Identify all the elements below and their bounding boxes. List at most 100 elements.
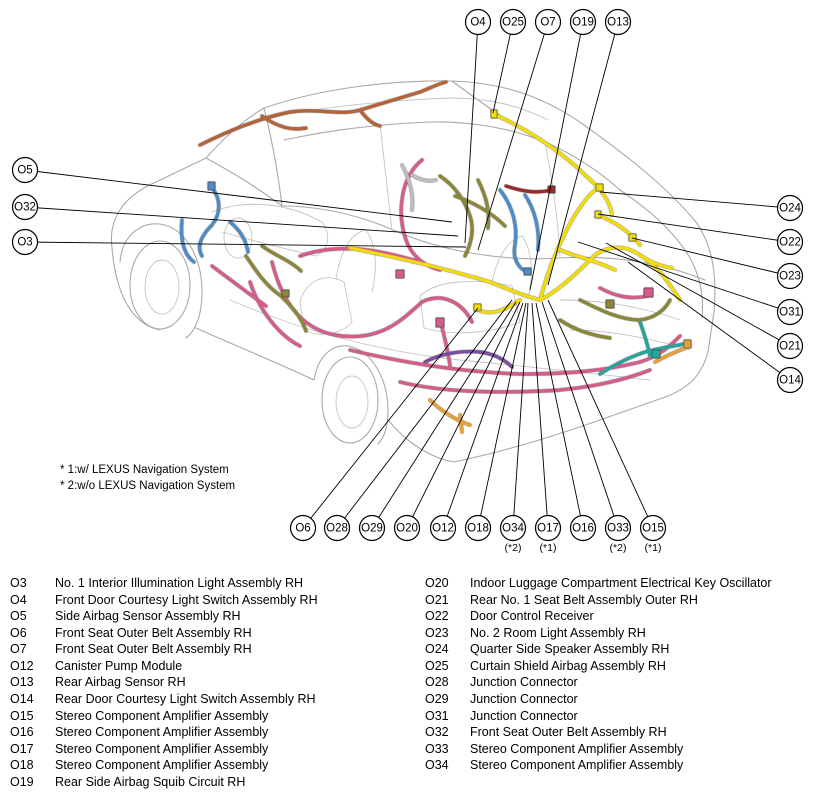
front-wheel-hub [144, 259, 180, 315]
c-pillar [544, 141, 561, 259]
harness-olive [244, 174, 672, 340]
callout-circle [11, 156, 39, 184]
connector [643, 287, 654, 298]
callout-note: (*2) [505, 542, 522, 554]
legend-description: Stereo Component Amplifier Assembly [470, 741, 684, 756]
harness-dark-red [504, 184, 553, 194]
callout-o33: O33 (*2) [604, 514, 632, 554]
legend-code: O24 [425, 642, 449, 657]
legend-code: O16 [10, 725, 34, 740]
callout-circle [534, 8, 562, 36]
callout-o31: O31 [776, 298, 804, 326]
callout-label: O23 [779, 271, 801, 283]
legend-code: O4 [10, 592, 27, 607]
leader-line-o29 [371, 301, 517, 529]
leader-line-o24 [599, 191, 791, 209]
legend-description: Front Seat Outer Belt Assembly RH [470, 725, 667, 740]
legend-row: O33 Stereo Component Amplifier Assembly [425, 741, 772, 758]
legend-code: O33 [425, 741, 449, 756]
callout-circle [11, 228, 39, 256]
callout-label: O5 [17, 165, 32, 177]
legend-code: O23 [425, 625, 449, 640]
callout-o5: O5 [11, 156, 39, 184]
callouts-left: O5 O32 O3 [11, 156, 39, 256]
callout-circle [534, 514, 562, 542]
legend-code: O18 [10, 758, 34, 773]
legend-code: O5 [10, 609, 27, 624]
connector [473, 303, 482, 312]
legend-code: O12 [10, 658, 34, 673]
legend-description: Quarter Side Speaker Assembly RH [470, 642, 670, 657]
connector [683, 339, 692, 349]
leader-line-o25 [492, 21, 514, 114]
legend-code: O6 [10, 625, 27, 640]
callout-circle [776, 298, 804, 326]
legend-code: O14 [10, 692, 34, 707]
legend-description: Rear Airbag Sensor RH [55, 675, 186, 690]
leader-line-o21 [605, 242, 791, 347]
callout-label: O18 [467, 523, 489, 535]
legend-description: Junction Connector [470, 675, 578, 690]
callout-circle [289, 514, 317, 542]
leader-line-o6 [302, 307, 479, 529]
legend-code: O25 [425, 658, 449, 673]
callouts-right: O24 O22 O23 O31 O21 O14 [776, 194, 804, 394]
b-pillar [379, 123, 393, 231]
legend-description: Curtain Shield Airbag Assembly RH [470, 658, 666, 673]
callout-circle [358, 514, 386, 542]
callout-o13: O13 [604, 8, 632, 36]
legend-description: Rear No. 1 Seat Belt Assembly Outer RH [470, 592, 698, 607]
harness-connectors [207, 109, 692, 359]
callout-label: O22 [779, 237, 801, 249]
callout-o22: O22 [776, 228, 804, 256]
harness-purple [423, 349, 514, 369]
callout-circle [499, 8, 527, 36]
leader-line-o31 [577, 241, 791, 313]
callout-o34: O34 (*2) [499, 514, 527, 554]
callout-circle [499, 514, 527, 542]
legend-code: O17 [10, 741, 34, 756]
legend-description: No. 2 Room Light Assembly RH [470, 625, 646, 640]
leader-line-o16 [535, 302, 584, 529]
callout-circle [464, 8, 492, 36]
legend-description: Stereo Component Amplifier Assembly [55, 708, 269, 723]
callout-label: O12 [432, 523, 454, 535]
callout-circle [323, 514, 351, 542]
legend-description: Stereo Component Amplifier Assembly [55, 725, 269, 740]
legend-description: Front Door Courtesy Light Switch Assembl… [55, 592, 318, 607]
callout-o28: O28 [323, 514, 351, 542]
legend-description: Front Seat Outer Belt Assembly RH [55, 642, 252, 657]
legend-description: Junction Connector [470, 692, 578, 707]
legend-code: O31 [425, 708, 449, 723]
callout-circle [569, 514, 597, 542]
harness-yellow [348, 112, 682, 314]
callout-o18: O18 [464, 514, 492, 542]
harness-teal [598, 320, 690, 376]
legend-description: No. 1 Interior Illumination Light Assemb… [55, 576, 304, 590]
note-navigation-without: * 2:w/o LEXUS Navigation System [60, 480, 235, 492]
connector [547, 185, 556, 194]
callout-label: O34 [502, 523, 524, 535]
legend-description: Stereo Component Amplifier Assembly [470, 758, 684, 773]
leader-lines [24, 21, 791, 529]
connector [435, 317, 445, 328]
callout-label: O29 [361, 523, 383, 535]
front-wheel [129, 240, 191, 330]
callout-label: O25 [502, 17, 524, 29]
legend-code: O19 [10, 774, 34, 789]
callout-label: O31 [779, 307, 801, 319]
note-navigation-with: * 1:w/ LEXUS Navigation System [60, 464, 229, 476]
leader-line-o12 [442, 302, 524, 529]
